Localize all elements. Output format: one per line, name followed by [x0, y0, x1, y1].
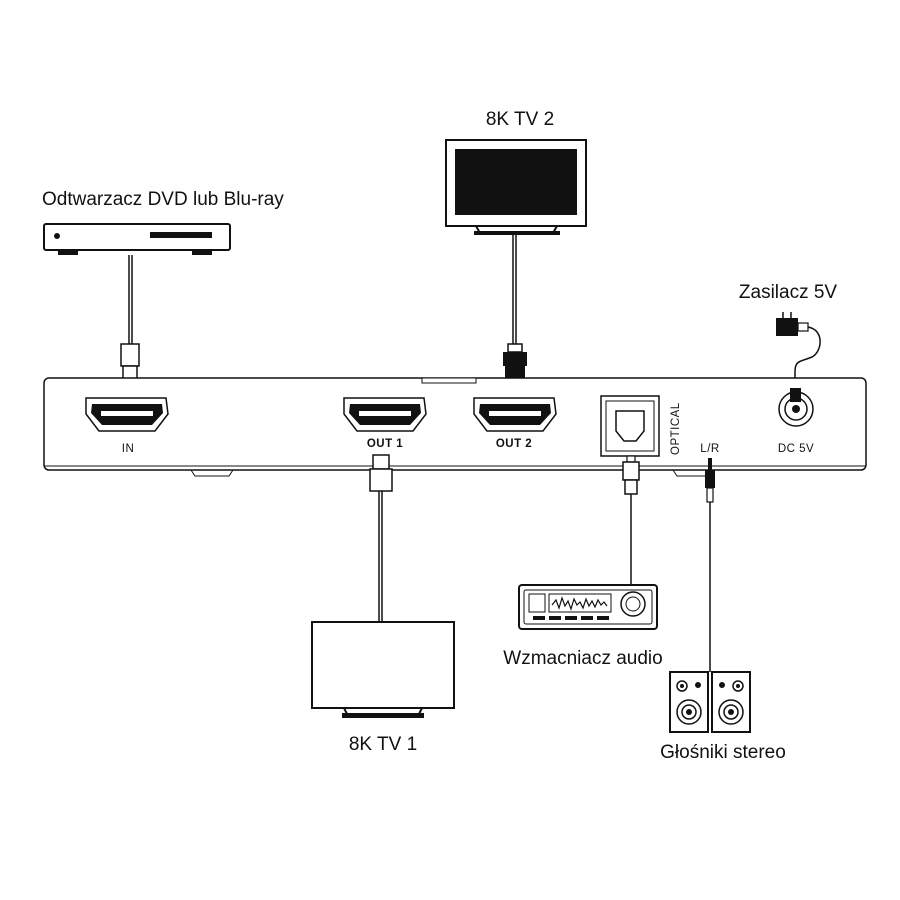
port-label-lr: L/R — [700, 443, 719, 455]
tv1-icon — [311, 621, 455, 718]
optical-port — [600, 395, 660, 457]
stereo-speakers-icon — [669, 671, 751, 733]
dvd-player-label: Odtwarzacz DVD lub Blu-ray — [42, 189, 284, 210]
port-label-optical: OPTICAL — [670, 402, 682, 455]
speakers-label: Głośniki stereo — [660, 742, 786, 763]
hdmi-port-out1 — [343, 397, 427, 432]
audio-amplifier-icon — [518, 584, 658, 630]
hdmi-port-out2 — [473, 397, 557, 432]
dc-jack — [778, 388, 814, 427]
tv1-label: 8K TV 1 — [349, 734, 417, 755]
port-label-out1: OUT 1 — [367, 438, 403, 450]
lr-audio-cable — [705, 458, 715, 672]
port-label-dc: DC 5V — [778, 443, 814, 455]
hdmi-cable-out2 — [503, 235, 527, 390]
power-supply-label: Zasilacz 5V — [739, 282, 838, 303]
amplifier-label: Wzmacniacz audio — [503, 648, 662, 669]
tv2-label: 8K TV 2 — [486, 109, 554, 130]
tv2-icon — [445, 139, 587, 235]
port-label-in: IN — [122, 443, 135, 455]
dvd-player — [43, 223, 231, 255]
hdmi-cable-out1 — [369, 454, 393, 622]
hdmi-cable-in — [120, 255, 140, 391]
power-adapter-icon — [776, 312, 821, 392]
port-label-out2: OUT 2 — [496, 438, 532, 450]
hdmi-splitter — [43, 377, 867, 477]
optical-cable — [622, 455, 640, 585]
hdmi-port-in — [85, 397, 169, 432]
